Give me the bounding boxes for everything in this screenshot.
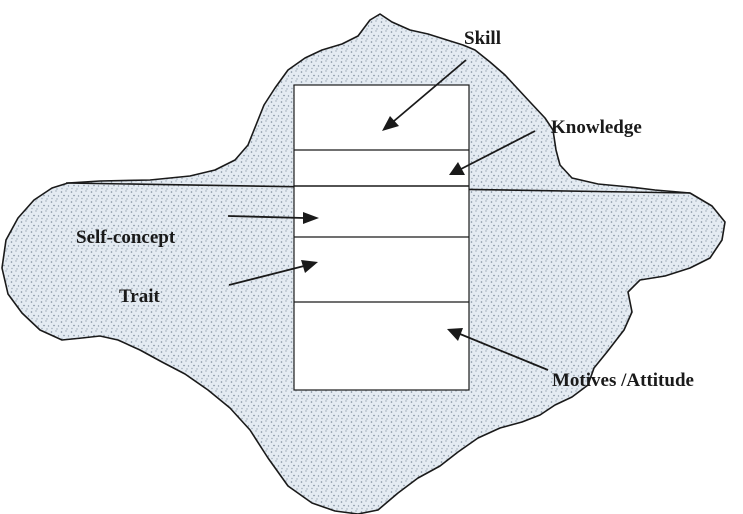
label-trait: Trait — [119, 286, 160, 307]
label-self-concept: Self-concept — [76, 227, 176, 248]
label-skill: Skill — [464, 28, 501, 49]
label-knowledge: Knowledge — [551, 117, 642, 138]
label-motives-attitude: Motives /Attitude — [552, 370, 694, 391]
